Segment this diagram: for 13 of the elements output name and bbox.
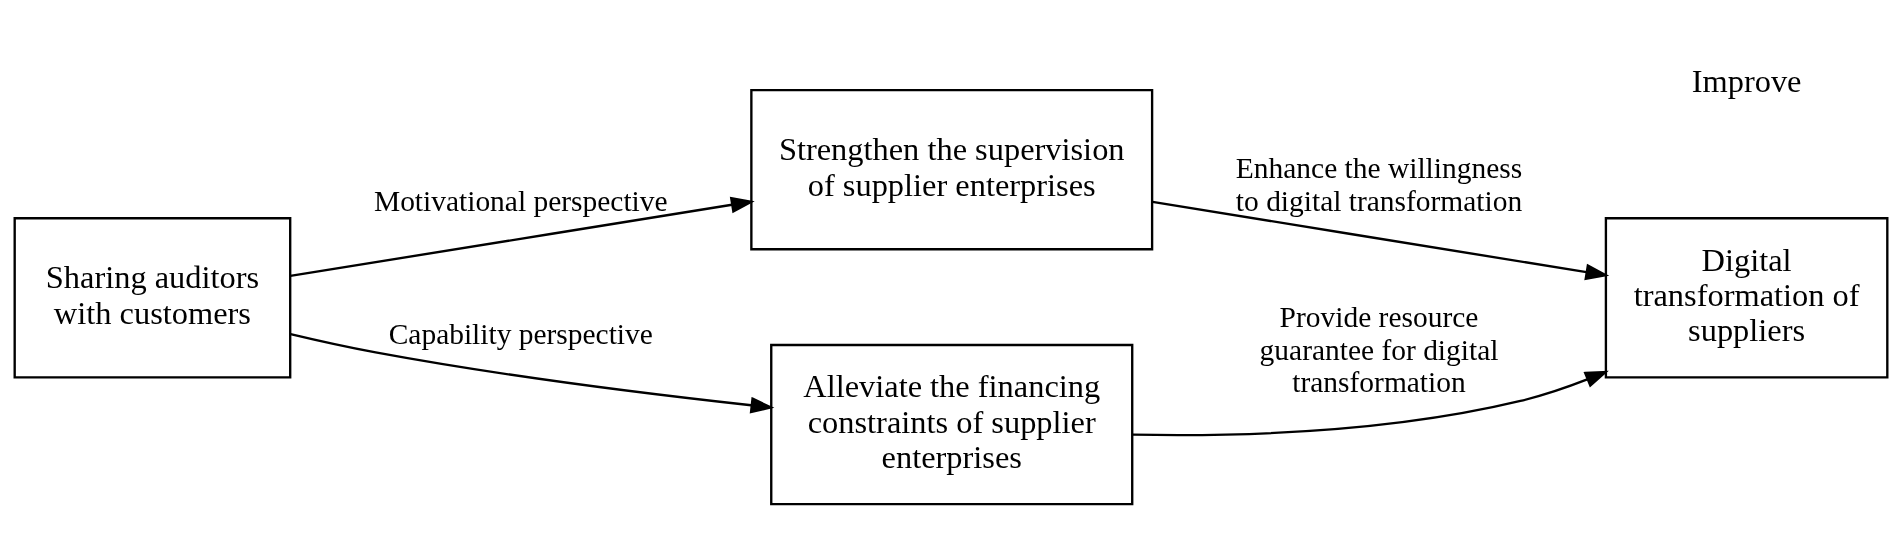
arrow [1132,370,1609,437]
edge-label: Enhance the willingness to digital transformation [1235,152,1523,217]
arrow [290,196,755,278]
edge-label: Provide resource guarantee for digital transformation [1259,301,1499,399]
label: Improve [1691,63,1802,100]
arrow [1152,200,1610,281]
edge-label: Capability perspective [388,317,653,350]
arrow [290,332,775,414]
node-box: Alleviate the financing constraints of supplier enterprises [770,343,1134,506]
edge-label: Motivational perspective [373,184,668,217]
node-box: Strengthen the supervision of supplier enterprises [750,88,1154,251]
node-box: Digital transformation of suppliers [1604,217,1889,379]
node-box: Sharing auditors with customers [13,217,292,379]
